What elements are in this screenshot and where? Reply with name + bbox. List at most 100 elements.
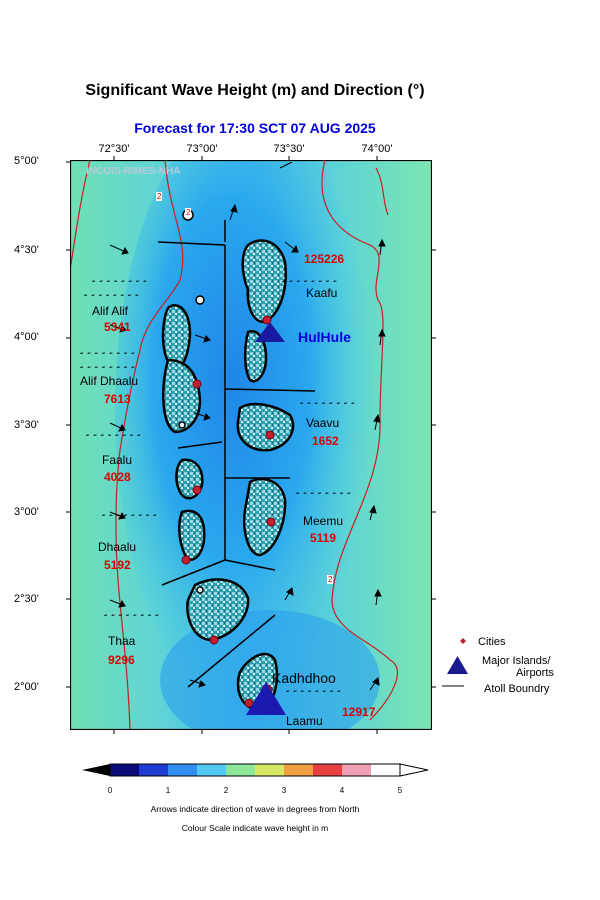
legend-airports: Airports [516,667,554,679]
dhivehi-label: ބ ބ ބ ބ ބ ބ ބ ބ [102,512,158,519]
contour-east [321,160,398,721]
atoll-name-meemu: Meemu [303,514,344,528]
colorbar-swatch [139,764,169,776]
watermark-text: INCOIS-RIMES-NHA [86,166,181,177]
dhivehi-label: ބ ބ ބ ބ ބ ބ ބ ބ [300,400,356,407]
colorbar [82,763,429,777]
contour-label: 2 [327,575,334,584]
contour-label: 2 [185,208,192,217]
dhivehi-label: ބ ބ ބ ބ ބ ބ ބ ބ [80,350,136,357]
colorbar-swatch [255,764,285,776]
atoll-pop-thaa: 9296 [108,653,135,667]
colorbar-swatch [168,764,198,776]
colorbar-swatch [226,764,256,776]
lon-label-72-30: 72°30' [98,143,130,155]
airport-hulhule-marker [255,322,285,342]
city-dot [266,517,276,527]
atoll-shapes [161,239,295,712]
dhivehi-label: ބ ބ ބ ބ ބ ބ ބ ބ [286,688,342,695]
colorbar-tick: 1 [165,786,171,795]
legend-boundary: Atoll Boundry [484,683,550,695]
atoll-pop-vaavu: 1652 [312,434,339,448]
colorbar-low-arrow [82,764,110,776]
contour-nw [70,160,91,271]
map-title: Significant Wave Height (m) and Directio… [85,82,425,99]
city-dot [181,555,191,565]
colorbar-tick: 4 [339,786,345,795]
atoll-pop-alif-alif: 5341 [104,320,131,334]
city-dot [192,485,202,495]
atoll-pop-meemu: 5119 [310,531,337,545]
atoll-pop-alif-dhaalu: 7613 [104,392,131,406]
city-dot [244,698,254,708]
colorbar-swatch [110,764,140,776]
lat-label-2-30: 2°30' [14,593,39,605]
colour-note: Colour Scale indicate wave height in m [181,823,329,833]
wave-height-map [70,160,432,730]
legend-city-icon [460,638,466,644]
atoll-pop-dhaalu: 5192 [104,558,131,572]
atoll-boundaries [157,220,316,688]
arrow-note: Arrows indicate direction of wave in deg… [150,804,360,814]
lon-label-74-00: 74°00' [361,143,393,155]
atoll-name-vaavu: Vaavu [306,416,340,430]
colorbar-swatch [284,764,314,776]
atoll-alif-dhaalu [162,358,202,434]
lon-label-73-30: 73°30' [273,143,305,155]
city-dot [262,315,272,325]
airport-label-kadhdhoo: Kadhdhoo [272,670,336,686]
legend-airport-icon [447,656,468,674]
airport-label-hulhule: HulHule [298,329,351,345]
colorbar-swatch [313,764,343,776]
atoll-name-thaa: Thaa [108,634,136,648]
atoll-thaa [186,578,250,642]
colorbar-tick: 0 [107,786,113,795]
lat-label-2-00: 2°00' [14,681,39,693]
atoll-dhaalu [178,509,206,561]
colorbar-tick: 3 [281,786,287,795]
city-dot [209,635,219,645]
atoll-name-laamu: Laamu [286,714,323,728]
lat-label-3-30: 3°30' [14,419,39,431]
map-ticks [66,156,436,734]
atoll-pop-laamu: 12917 [342,705,376,719]
atoll-name-faalu: Faalu [102,453,133,467]
atoll-meemu [243,477,287,557]
atoll-name-alif-alif: Alif Alif [92,304,129,318]
contour-west [115,160,184,730]
lat-label-4-30: 4°30' [14,244,39,256]
dhivehi-label: ބ ބ ބ ބ ބ ބ ބ ބ [296,490,352,497]
lon-label-73-00: 73°00' [186,143,218,155]
dhivehi-label: ބ ބ ބ ބ ބ ބ ބ ބ [84,292,140,299]
atoll-pop-faalu: 4028 [104,470,131,484]
dhivehi-label: ބ ބ ބ ބ ބ ބ ބ ބ [86,432,142,439]
map-frame [70,160,432,730]
legend-symbols [442,638,468,687]
city-dot [265,430,275,440]
atoll-pop-kaafu: 125226 [304,252,345,266]
lat-label-5-00: 5°00' [14,155,39,167]
colorbar-swatch [197,764,227,776]
wave-arrows [109,161,386,691]
dhivehi-label: ބ ބ ބ ބ ބ ބ ބ ބ [80,364,136,371]
colorbar-swatch [342,764,372,776]
colorbar-frame [109,763,401,777]
colorbar-tick: 2 [223,786,229,795]
colorbar-high-arrow [399,763,429,777]
dhivehi-label: ބ ބ ބ ބ ބ ބ ބ ބ [282,278,338,285]
atoll-name-alif-dhaalu: Alif Dhaalu [80,374,139,388]
dhivehi-label: ބ ބ ބ ބ ބ ބ ބ ބ [92,278,148,285]
dhivehi-label: ބ ބ ބ ބ ބ ބ ބ ބ [104,612,160,619]
legend-cities: Cities [478,636,506,648]
lat-label-4-00: 4°00' [14,331,39,343]
atoll-name-dhaalu: Dhaalu [98,540,137,554]
atoll-vaavu [236,402,295,452]
atoll-name-kaafu: Kaafu [306,286,338,300]
colorbar-swatch [371,764,401,776]
legend-major-islands: Major Islands/ [482,655,551,667]
forecast-subtitle: Forecast for 17:30 SCT 07 AUG 2025 [134,120,376,136]
contour-label: 2 [156,192,163,201]
city-dot [192,379,202,389]
contour-ne [375,167,389,216]
lat-label-3-00: 3°00' [14,506,39,518]
